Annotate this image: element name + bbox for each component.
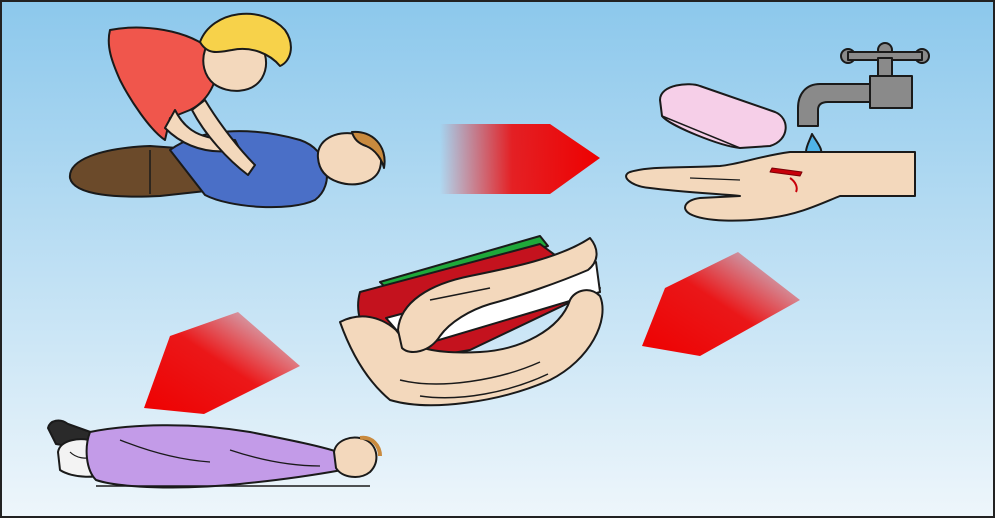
victim-head-lying [334,438,376,477]
